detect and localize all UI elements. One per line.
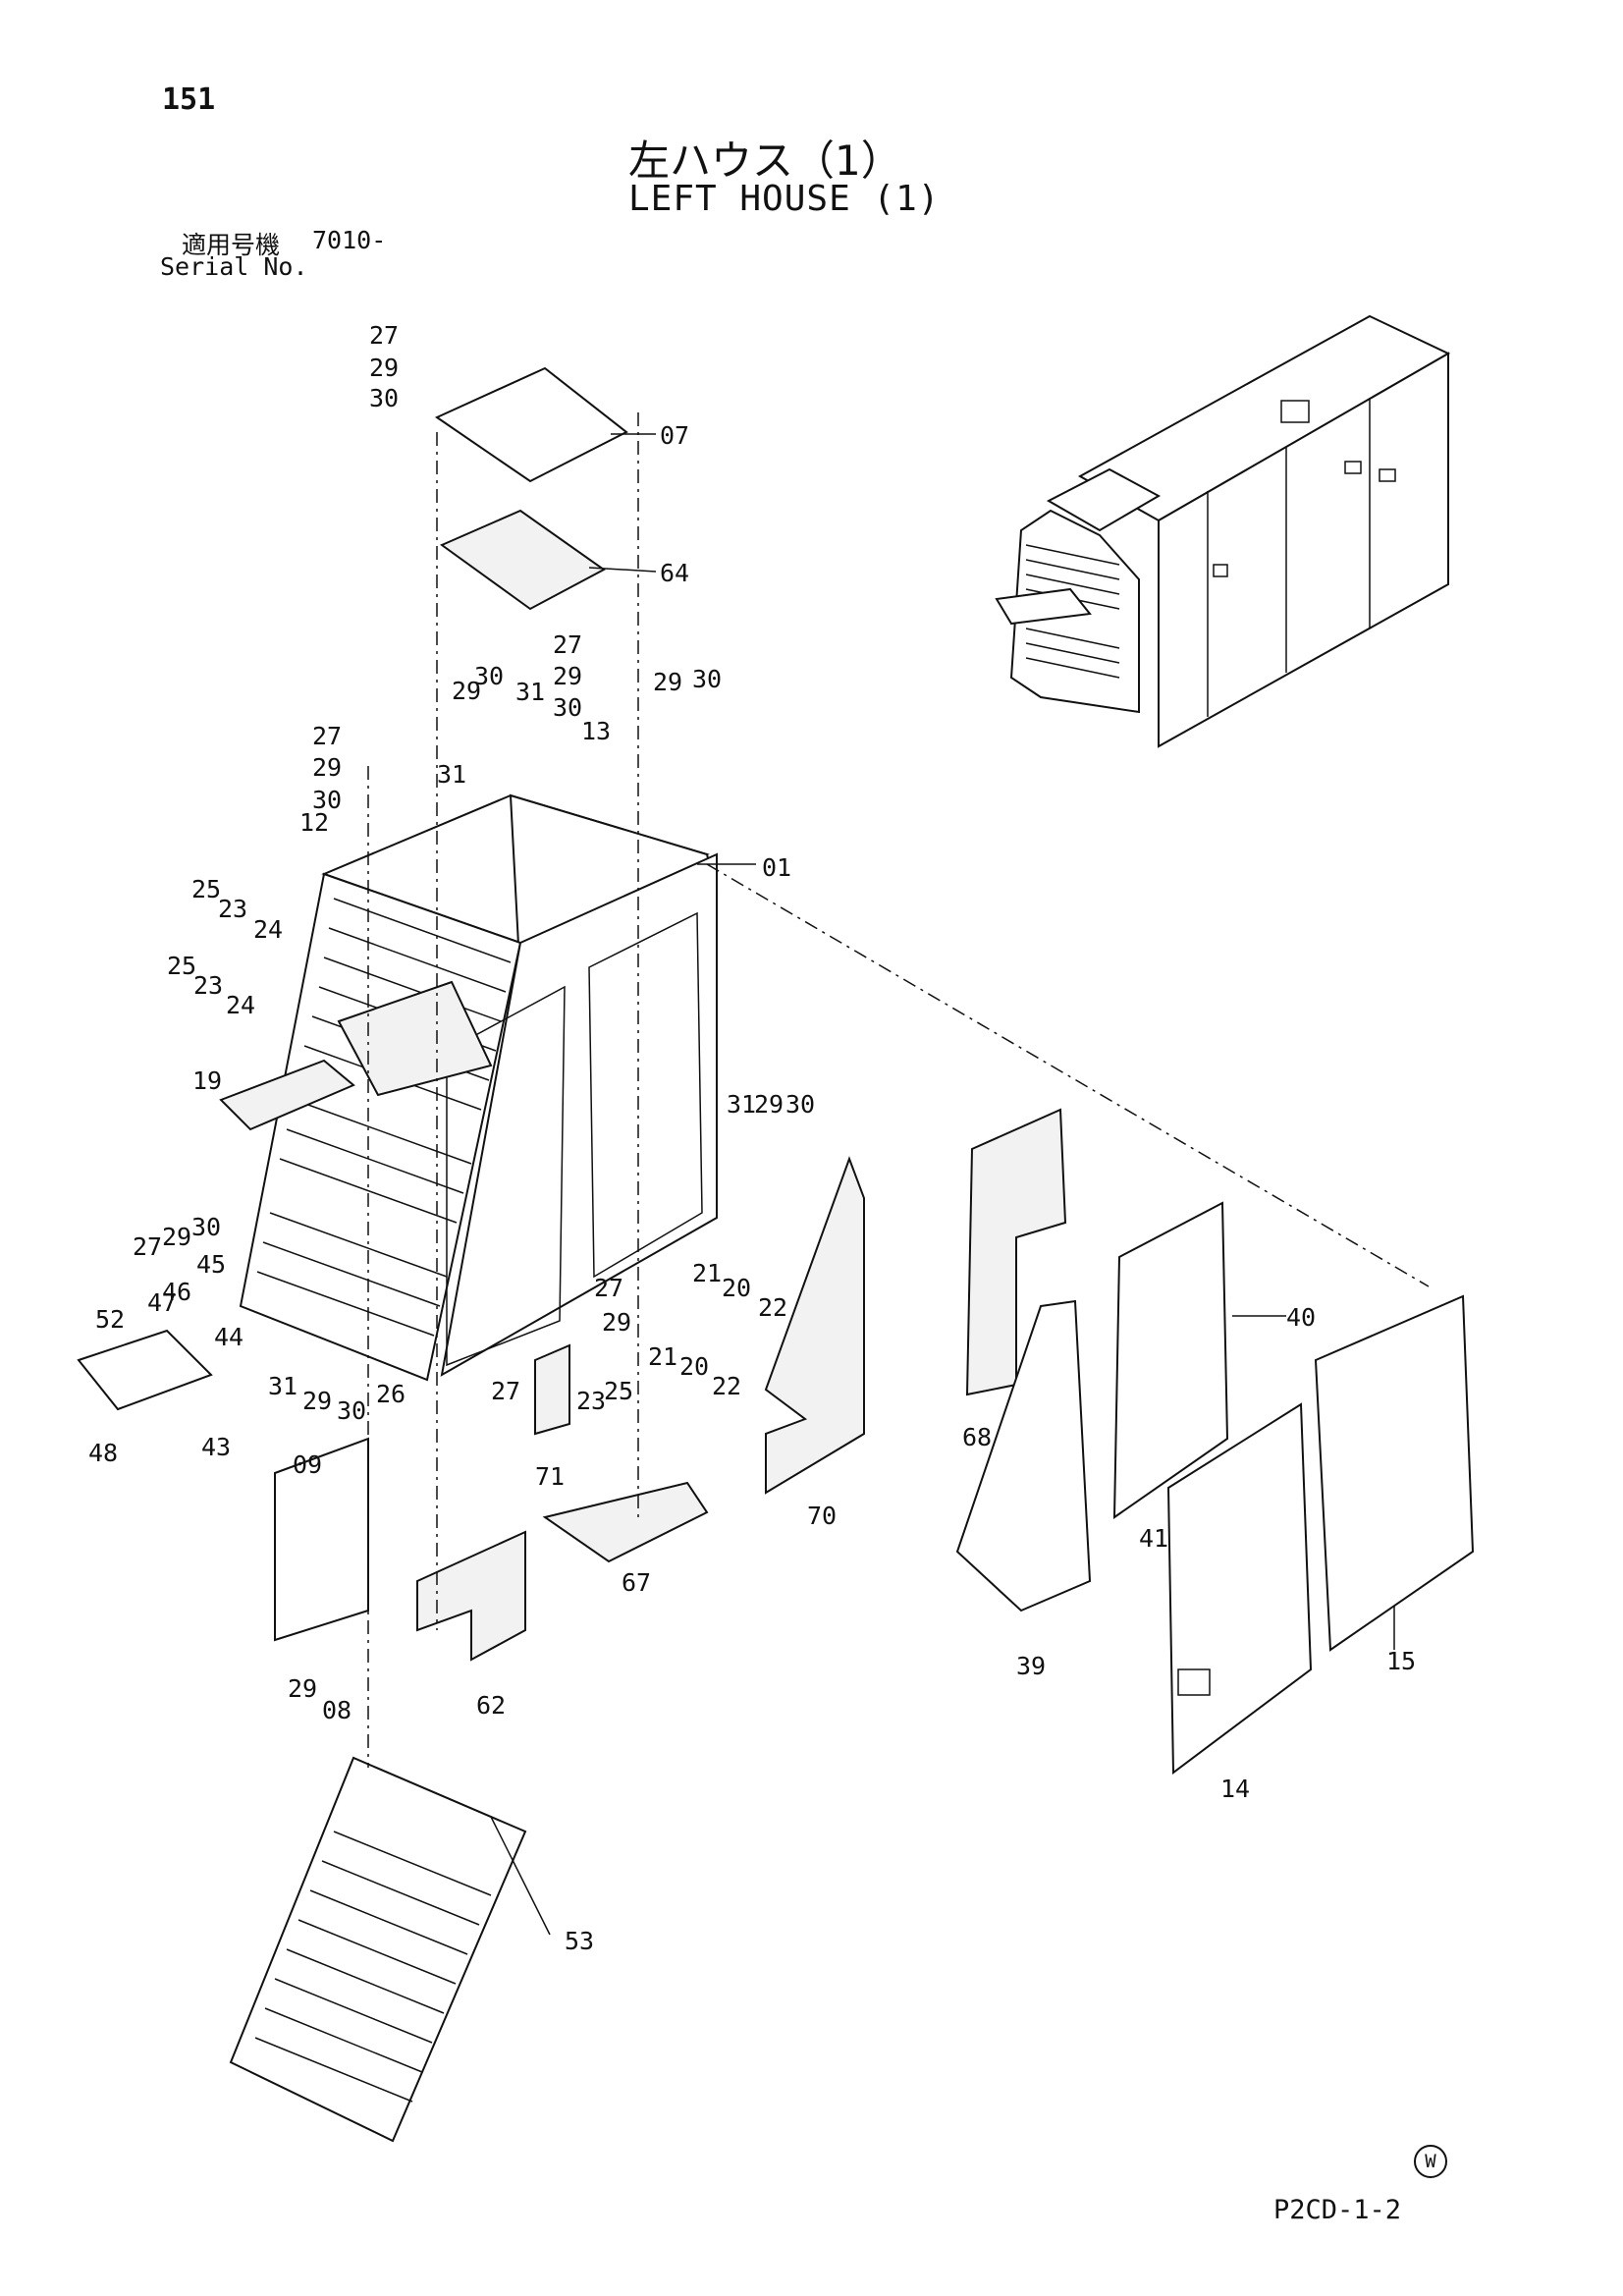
part-callout-25: 25 <box>167 952 196 980</box>
part-callout-62: 62 <box>476 1691 506 1720</box>
page-title-japanese: 左ハウス（1） <box>628 137 902 185</box>
part-callout-29: 29 <box>302 1387 332 1415</box>
insulation-pad-68 <box>965 1108 1067 1396</box>
part-callout-53: 53 <box>565 1927 594 1955</box>
part-callout-39: 39 <box>1016 1652 1046 1680</box>
door-panel-14 <box>1166 1402 1313 1775</box>
part-callout-29: 29 <box>653 668 682 696</box>
insulation-pad-62 <box>416 1530 526 1662</box>
door-lock <box>1177 1668 1211 1696</box>
page-number: 151 <box>162 82 216 117</box>
insulation-pad-70 <box>764 1156 865 1495</box>
part-callout-25: 25 <box>604 1377 633 1405</box>
part-callout-27: 27 <box>491 1377 520 1405</box>
serial-value: 7010- <box>312 226 387 254</box>
part-callout-07: 07 <box>660 421 689 450</box>
serial-label: Serial No. <box>160 252 308 281</box>
part-callout-27: 27 <box>594 1274 623 1302</box>
part-callout-27: 27 <box>133 1232 162 1261</box>
part-callout-29: 29 <box>553 662 582 690</box>
drawing-code: P2CD-1-2 <box>1273 2195 1402 2225</box>
step-plate <box>77 1329 213 1411</box>
watermark-w-symbol: W <box>1414 2145 1447 2178</box>
part-callout-25: 25 <box>191 875 221 903</box>
part-callout-71: 71 <box>535 1462 565 1491</box>
part-callout-31: 31 <box>268 1372 298 1400</box>
part-callout-23: 23 <box>576 1387 606 1415</box>
part-callout-46: 46 <box>162 1278 191 1306</box>
part-callout-20: 20 <box>722 1274 751 1302</box>
part-callout-31: 31 <box>727 1090 756 1119</box>
part-callout-48: 48 <box>88 1439 118 1467</box>
part-callout-24: 24 <box>226 991 255 1019</box>
main-house-frame <box>219 793 719 1382</box>
part-callout-14: 14 <box>1220 1775 1250 1803</box>
part-callout-23: 23 <box>193 971 223 1000</box>
part-callout-13: 13 <box>581 717 611 745</box>
insulation-pad-top <box>439 509 606 611</box>
part-callout-30: 30 <box>337 1396 366 1425</box>
part-callout-29: 29 <box>312 753 342 782</box>
page-title: LEFT HOUSE (1) <box>628 179 941 219</box>
part-callout-09: 09 <box>293 1450 322 1479</box>
top-cover-plate <box>434 366 628 483</box>
part-callout-27: 27 <box>369 321 399 350</box>
seal-gasket-39 <box>955 1299 1092 1613</box>
part-callout-30: 30 <box>553 693 582 722</box>
part-callout-29: 29 <box>288 1674 317 1703</box>
part-callout-52: 52 <box>95 1305 125 1334</box>
part-callout-70: 70 <box>807 1502 837 1530</box>
insulation-pad-67 <box>542 1481 709 1563</box>
part-callout-30: 30 <box>191 1213 221 1241</box>
door-panel-15 <box>1314 1294 1475 1652</box>
part-callout-29: 29 <box>162 1223 191 1251</box>
part-callout-12: 12 <box>299 808 329 837</box>
part-callout-40: 40 <box>1286 1303 1316 1332</box>
part-callout-67: 67 <box>622 1568 651 1597</box>
part-callout-30: 30 <box>474 662 504 690</box>
part-callout-47: 47 <box>147 1288 177 1317</box>
part-callout-64: 64 <box>660 559 689 587</box>
part-callout-30: 30 <box>369 384 399 412</box>
part-callout-29: 29 <box>452 677 481 705</box>
part-callout-01: 01 <box>762 853 791 882</box>
part-callout-19: 19 <box>192 1066 222 1095</box>
serial-label-japanese: 適用号機 <box>182 231 281 259</box>
floor-grating-53 <box>229 1756 527 2143</box>
part-callout-68: 68 <box>962 1423 992 1451</box>
part-callout-29: 29 <box>369 354 399 382</box>
part-callout-31: 31 <box>437 760 466 789</box>
part-callout-43: 43 <box>201 1433 231 1461</box>
part-callout-20: 20 <box>679 1352 709 1381</box>
part-callout-22: 22 <box>712 1372 741 1400</box>
part-callout-30: 30 <box>785 1090 815 1119</box>
part-callout-29: 29 <box>754 1090 784 1119</box>
part-callout-27: 27 <box>312 722 342 750</box>
part-callout-15: 15 <box>1386 1647 1416 1675</box>
part-callout-26: 26 <box>376 1380 406 1408</box>
part-callout-31: 31 <box>515 678 545 706</box>
part-callout-30: 30 <box>692 665 722 693</box>
part-callout-08: 08 <box>322 1696 352 1724</box>
part-callout-23: 23 <box>218 895 247 923</box>
part-callout-30: 30 <box>312 786 342 814</box>
seal-gasket-40 <box>1112 1201 1229 1519</box>
part-callout-45: 45 <box>196 1250 226 1279</box>
part-callout-24: 24 <box>253 915 283 944</box>
overview-machine-drawing <box>995 314 1451 748</box>
part-callout-21: 21 <box>692 1259 722 1287</box>
part-callout-27: 27 <box>553 630 582 659</box>
part-callout-29: 29 <box>602 1308 631 1337</box>
louver-grille-09 <box>274 1437 369 1642</box>
part-callout-44: 44 <box>214 1323 243 1351</box>
part-callout-21: 21 <box>648 1342 677 1371</box>
part-callout-22: 22 <box>758 1293 787 1322</box>
part-callout-41: 41 <box>1139 1524 1168 1553</box>
insulation-pad-71 <box>534 1343 570 1436</box>
